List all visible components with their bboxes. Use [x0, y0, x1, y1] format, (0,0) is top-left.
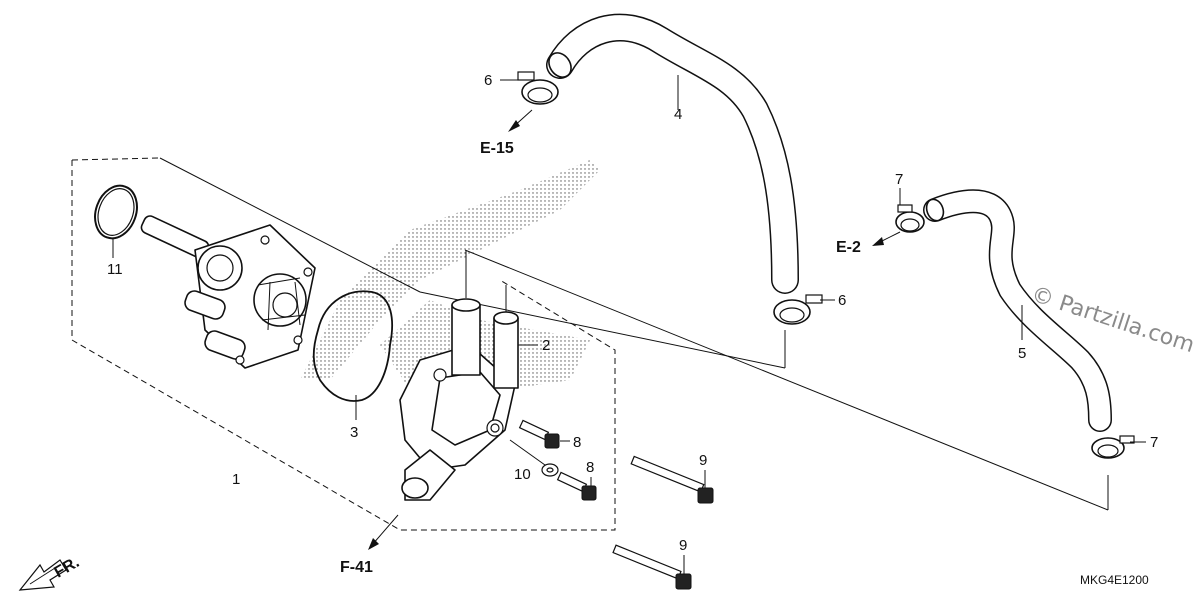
reference-arrows	[368, 109, 901, 550]
label-part-8b: 8	[586, 459, 594, 476]
o-ring-part-11	[94, 184, 138, 258]
label-part-3: 3	[350, 424, 358, 441]
part-labels: 1 2 3 4 5 6 6 7 7 8 8 9 9 10 11	[107, 72, 1158, 554]
bolt-part-8a	[518, 419, 570, 449]
label-part-1: 1	[232, 471, 240, 488]
water-pump-body	[140, 215, 316, 369]
hose-part-5	[923, 189, 1112, 432]
diagram-code: MKG4E1200	[1080, 573, 1149, 587]
ref-f41: F-41	[340, 559, 373, 576]
clamp-part-7b	[1091, 435, 1146, 459]
label-part-5: 5	[1018, 345, 1026, 362]
label-part-4: 4	[674, 106, 682, 123]
clamp-part-7a	[895, 188, 925, 233]
label-part-9a: 9	[699, 452, 707, 469]
label-part-10: 10	[514, 466, 531, 483]
bolt-part-8b	[556, 471, 597, 501]
front-label: FR.	[52, 554, 83, 582]
ref-e2: E-2	[836, 239, 861, 256]
clamp-part-6b	[773, 294, 835, 325]
clamp-part-6a	[500, 71, 559, 105]
ref-e15: E-15	[480, 140, 514, 157]
label-part-11: 11	[107, 261, 123, 278]
reference-labels: E-15 E-2 F-41 FR.	[52, 140, 862, 581]
label-part-8a: 8	[573, 434, 581, 451]
label-part-6a: 6	[484, 72, 492, 89]
label-part-6b: 6	[838, 292, 846, 309]
gasket-part-3	[312, 290, 393, 420]
label-part-2: 2	[542, 337, 550, 354]
hose-part-4	[546, 13, 799, 294]
bolt-part-9b	[612, 544, 692, 590]
washer-part-10	[509, 439, 559, 477]
bolt-part-9a	[630, 455, 714, 504]
label-part-7a: 7	[895, 171, 903, 188]
pump-cover-part-2	[399, 250, 538, 501]
assembly-outline	[71, 157, 1109, 531]
front-arrow-icon	[18, 559, 67, 591]
label-part-7b: 7	[1150, 434, 1158, 451]
label-part-9b: 9	[679, 537, 687, 554]
